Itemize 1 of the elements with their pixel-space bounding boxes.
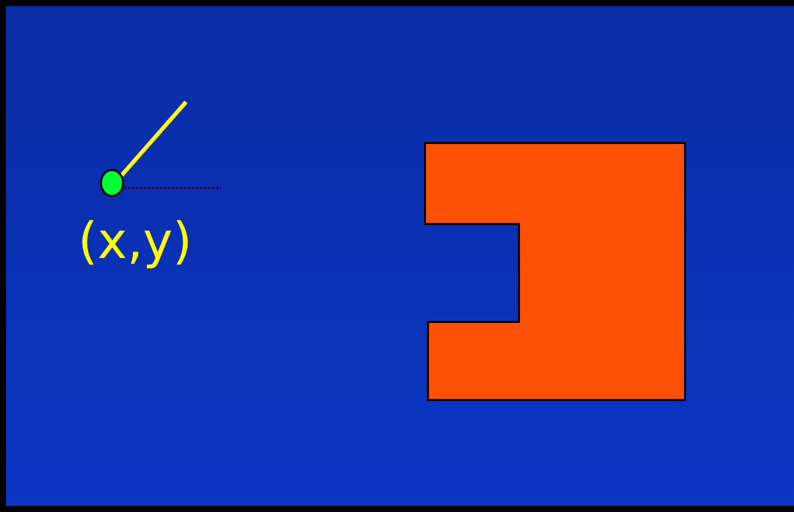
coordinate-label: (x,y) bbox=[78, 216, 192, 266]
